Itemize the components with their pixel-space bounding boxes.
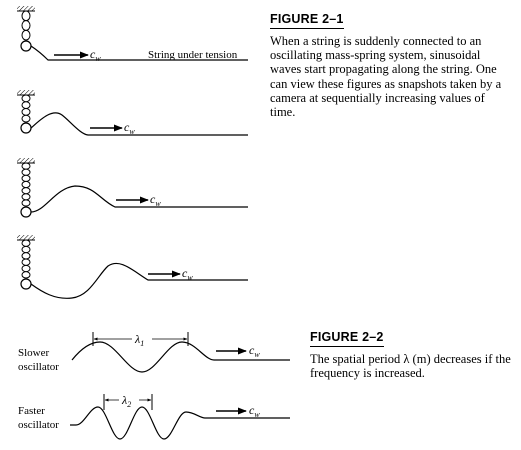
spring-coil [21, 162, 31, 207]
fast-wave [70, 406, 290, 440]
spring-coil [21, 239, 31, 279]
snapshot-4: cw [17, 235, 248, 299]
figure-2-2-text: The spatial period λ (m) decreases if th… [310, 352, 511, 381]
wave-string [30, 262, 248, 299]
velocity-label: cw [150, 192, 161, 208]
figure-2-2-caption: FIGURE 2–2 The spatial period λ (m) decr… [310, 328, 515, 380]
figure-2-1-text: When a string is suddenly connected to a… [270, 34, 502, 120]
faster-label: Faster [18, 405, 45, 417]
oscillator-mass [20, 40, 32, 52]
velocity-label: cw [249, 343, 260, 359]
string-label: String under tension [148, 49, 238, 61]
wave-string [30, 45, 248, 61]
slower-label-line2: oscillator [18, 361, 59, 373]
slow-wave [71, 341, 290, 373]
velocity-label: cw [182, 266, 193, 282]
faster-label-line2: oscillator [18, 419, 59, 431]
figure-2-2-title: FIGURE 2–2 [310, 330, 384, 347]
slower-oscillator-wave: Slower oscillator λ1 cw [18, 331, 290, 373]
spring-coil [21, 94, 31, 123]
faster-oscillator-wave: Faster oscillator λ2 cw [18, 392, 290, 440]
snapshot-3: cw [17, 158, 248, 218]
ceiling-hatch [17, 158, 35, 163]
wave-string [30, 112, 248, 136]
velocity-label: cw [249, 403, 260, 419]
ceiling-hatch [17, 90, 35, 95]
snapshot-2: cw [17, 90, 248, 136]
lambda2-label: λ2 [121, 393, 131, 409]
figure-2-1-title: FIGURE 2–1 [270, 12, 344, 29]
wave-string [30, 185, 248, 213]
lambda1-label: λ1 [134, 332, 144, 348]
ceiling-hatch [17, 235, 35, 240]
velocity-label: cw [90, 47, 101, 63]
snapshot-1: cw String under tension [17, 6, 248, 63]
ceiling-hatch [17, 6, 35, 11]
spring-coil [21, 10, 31, 41]
slower-label: Slower [18, 347, 50, 359]
oscillator-mass [20, 278, 32, 290]
oscillator-mass [20, 206, 32, 218]
oscillator-mass [20, 122, 32, 134]
velocity-label: cw [124, 120, 135, 136]
figure-2-1-caption: FIGURE 2–1 When a string is suddenly con… [270, 10, 510, 119]
